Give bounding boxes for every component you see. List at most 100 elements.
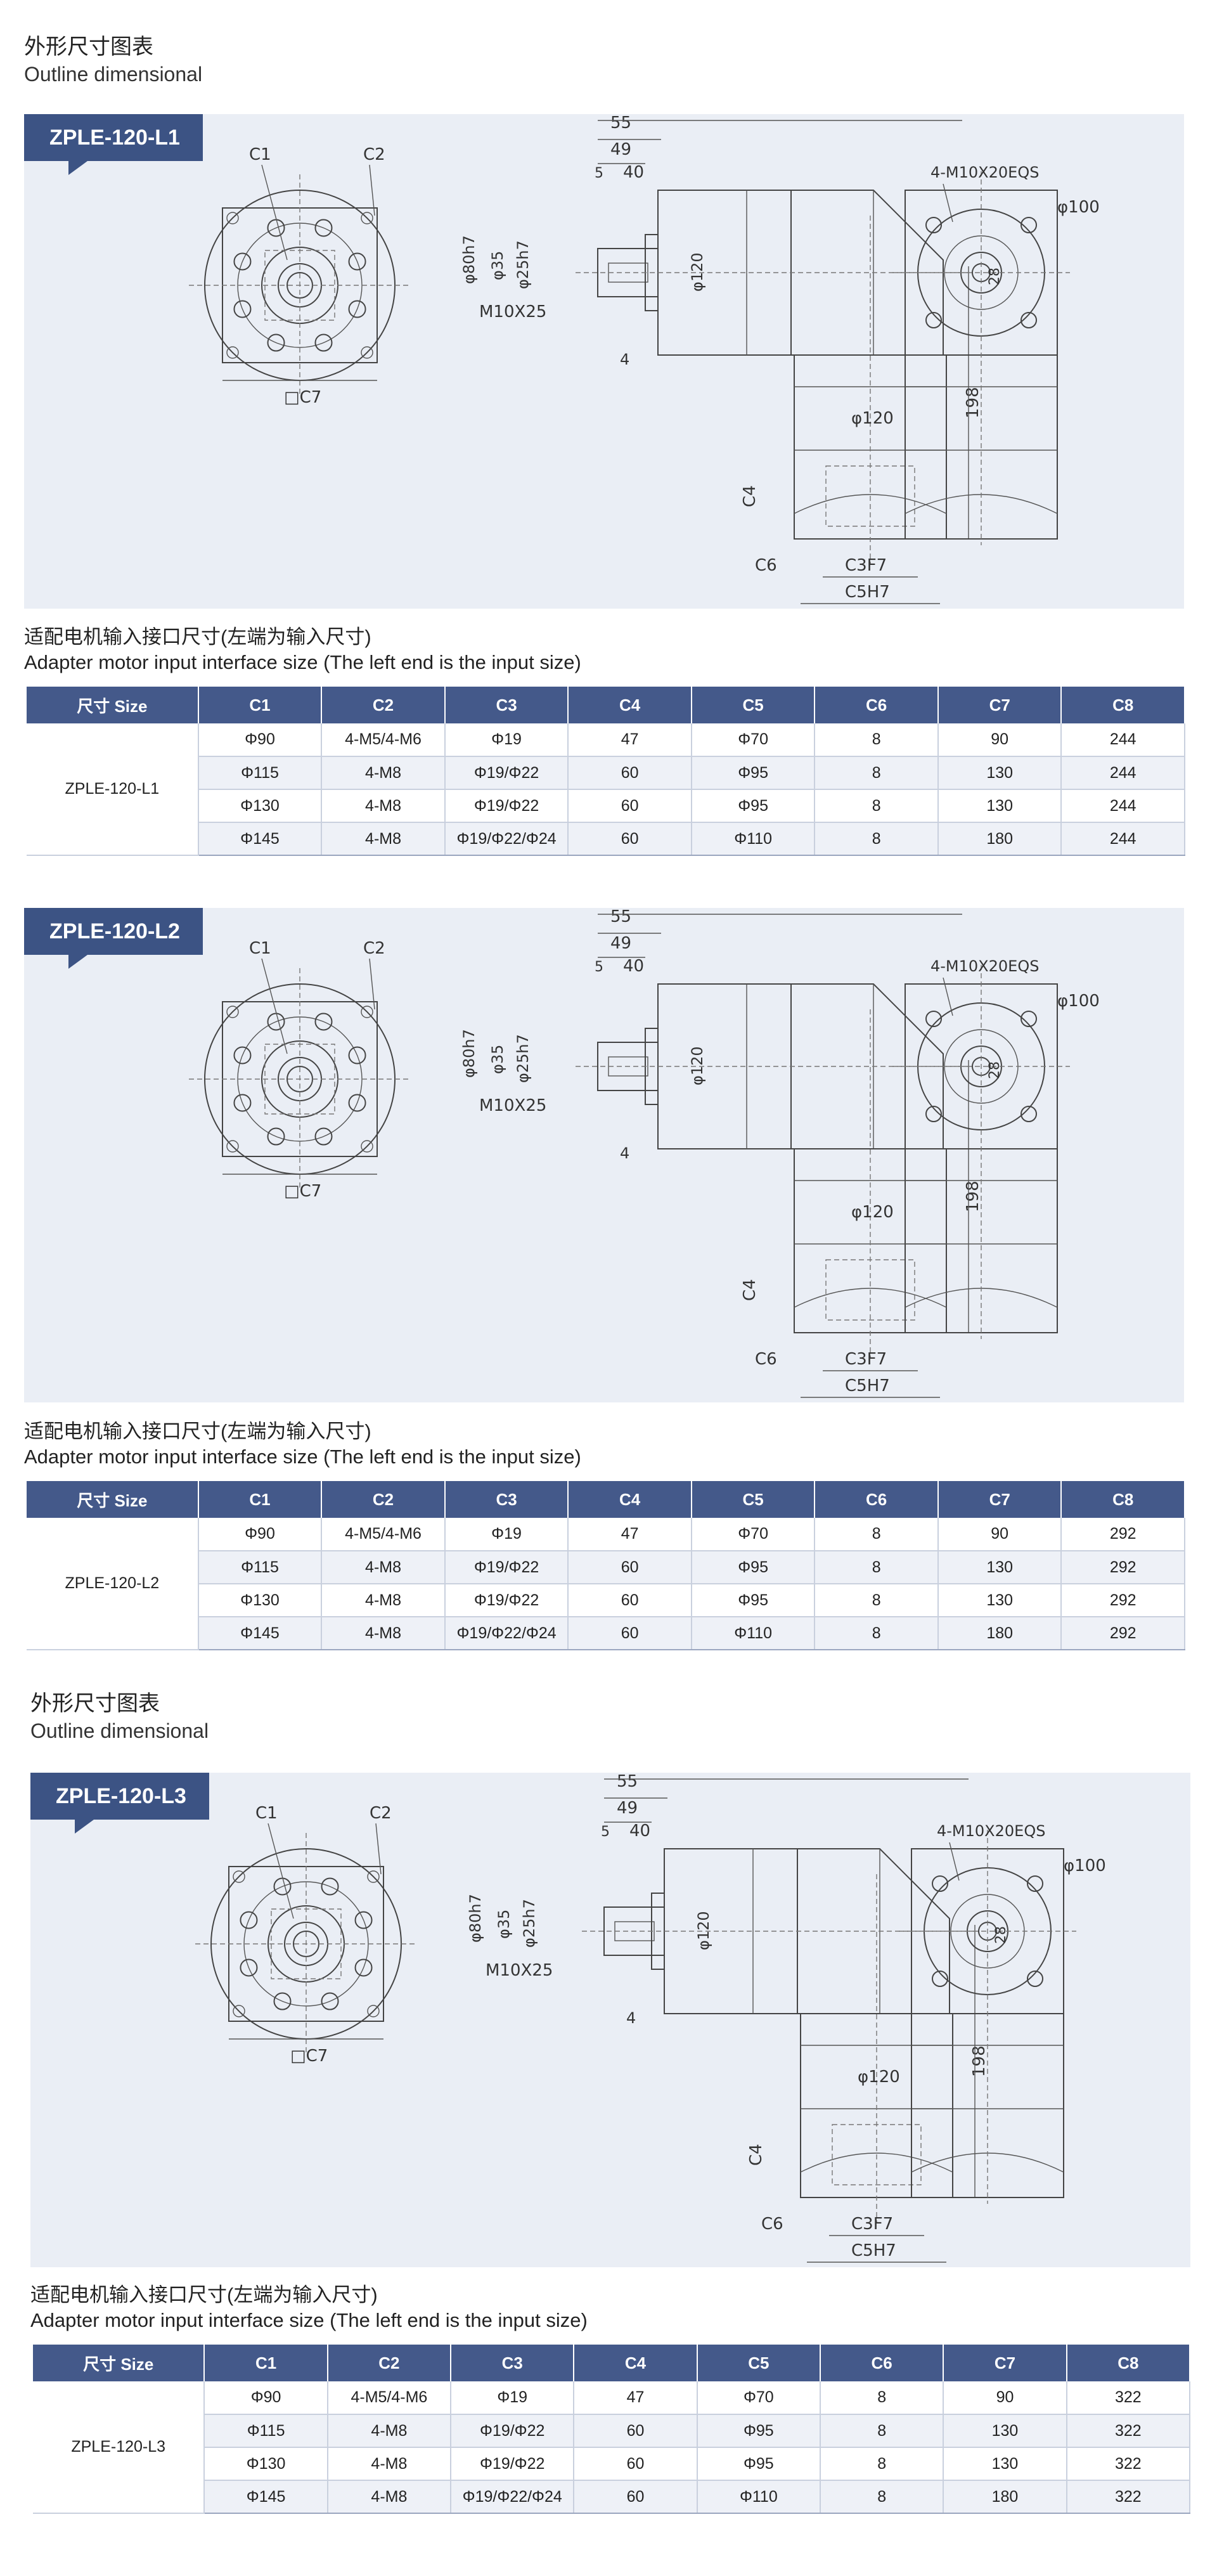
- table-cell: 130: [937, 756, 1062, 790]
- table-cell: 4-M8: [321, 822, 446, 856]
- table-cell: 60: [574, 2480, 698, 2514]
- table-cell: Φ19/Φ22/Φ24: [444, 1617, 569, 1650]
- table-header-cell: C5: [691, 687, 816, 723]
- table-cell: 60: [568, 1551, 692, 1584]
- table-cell: 130: [937, 1551, 1062, 1584]
- dimension-label: C4: [740, 485, 759, 507]
- dimension-label: 28: [993, 1926, 1009, 1944]
- leader-line: [949, 1842, 960, 1881]
- corner-hole: [361, 212, 373, 224]
- dimension-label: 5: [595, 959, 603, 975]
- dimension-label: C5H7: [845, 583, 890, 602]
- table-cell: Φ19/Φ22/Φ24: [451, 2480, 575, 2514]
- table-cell: 292: [1061, 1584, 1185, 1617]
- dimension-label: 198: [963, 387, 982, 418]
- table-cell: 244: [1061, 822, 1185, 856]
- dimension-label: 55: [610, 908, 631, 926]
- dimension-label: 198: [963, 1181, 982, 1212]
- dimension-label: φ120: [695, 1911, 712, 1950]
- end-bolt-hole: [1021, 1011, 1037, 1027]
- table-header-cell: C6: [815, 687, 939, 723]
- table-cell: 292: [1061, 1617, 1185, 1650]
- table-cell: 60: [568, 822, 692, 856]
- dimension-label: □C7: [284, 388, 321, 407]
- adapter-curve: [794, 494, 947, 514]
- table-cell: 322: [1066, 2480, 1191, 2514]
- table-cell: 8: [815, 1617, 939, 1650]
- dimension-label: 5: [595, 165, 603, 181]
- table-cell: 180: [943, 2480, 1067, 2514]
- dimension-label: C5H7: [851, 2241, 896, 2260]
- dimension-label: 49: [617, 1799, 638, 1818]
- table-cell: Φ115: [198, 756, 323, 790]
- table-cell: 90: [943, 2381, 1067, 2415]
- corner-hole: [361, 1006, 373, 1018]
- table-cell: 60: [568, 756, 692, 790]
- leader-line: [943, 183, 953, 223]
- table-title: 适配电机输入接口尺寸(左端为输入尺寸) Adapter motor input …: [30, 2282, 588, 2333]
- model-cell: ZPLE-120-L3: [33, 2381, 205, 2514]
- end-bolt-hole: [925, 1011, 942, 1027]
- dimension-label: C3F7: [845, 1350, 887, 1369]
- leader-line: [267, 1823, 294, 1919]
- dimension-label: C1: [255, 1804, 278, 1823]
- table-header-cell: C2: [321, 687, 446, 723]
- dimension-label: M10X25: [479, 1096, 546, 1115]
- corner-hole: [226, 1140, 239, 1153]
- dimension-label: 49: [610, 140, 631, 159]
- table-cell: 130: [937, 789, 1062, 823]
- table-cell: Φ70: [697, 2381, 821, 2415]
- table-header-cell: C1: [204, 2345, 328, 2381]
- dimension-label: □C7: [284, 1182, 321, 1201]
- heading-cn: 外形尺寸图表: [30, 1692, 160, 1716]
- table-cell: 8: [815, 1551, 939, 1584]
- bolt-hole: [240, 1911, 258, 1929]
- table-cell: Φ95: [697, 2447, 821, 2481]
- bolt-hole: [314, 1013, 333, 1031]
- dimension-label: C4: [747, 2144, 766, 2166]
- table-cell: 292: [1061, 1518, 1185, 1551]
- dimension-label: φ120: [688, 1046, 706, 1085]
- table-header-cell: C6: [815, 1481, 939, 1518]
- table-cell: 4-M5/4-M6: [321, 1518, 446, 1551]
- bolt-hole: [354, 1958, 373, 1977]
- dimension-label: φ25h7: [514, 1034, 532, 1083]
- table-cell: Φ19: [444, 1518, 569, 1551]
- dimension-label: φ120: [851, 1203, 894, 1222]
- dimension-label: φ25h7: [514, 240, 532, 289]
- table-cell: Φ130: [198, 789, 323, 823]
- dimension-label: φ120: [851, 409, 894, 428]
- table-cell: 60: [568, 1584, 692, 1617]
- table-cell: 4-M8: [321, 789, 446, 823]
- dimension-label: C2: [370, 1804, 392, 1823]
- table-header-cell: C5: [697, 2345, 821, 2381]
- dimension-label: C2: [363, 939, 385, 958]
- bolt-hole: [233, 252, 252, 271]
- table-cell: Φ130: [204, 2447, 328, 2481]
- corner-hole: [367, 1870, 380, 1883]
- table-cell: 4-M8: [327, 2447, 452, 2481]
- adapter-curve: [800, 2152, 953, 2173]
- bolt-hole: [321, 1992, 339, 2010]
- bolt-hole: [314, 333, 333, 352]
- bolt-hole: [348, 1046, 366, 1065]
- table-cell: Φ145: [198, 1617, 323, 1650]
- table-header-cell: C4: [574, 2345, 698, 2381]
- table-header-cell: C8: [1061, 687, 1185, 723]
- table-cell: 180: [937, 1617, 1062, 1650]
- dimension-label: φ25h7: [520, 1899, 538, 1948]
- bolt-hole: [267, 333, 285, 352]
- table-header-cell: 尺寸 Size: [27, 1481, 199, 1518]
- table-cell: 322: [1066, 2447, 1191, 2481]
- dimension-label: φ80h7: [460, 235, 478, 284]
- table-cell: 244: [1061, 723, 1185, 757]
- table-header-cell: C1: [198, 687, 323, 723]
- table-cell: Φ130: [198, 1584, 323, 1617]
- table-title-cn: 适配电机输入接口尺寸(左端为输入尺寸): [30, 2284, 378, 2306]
- table-cell: 47: [574, 2381, 698, 2415]
